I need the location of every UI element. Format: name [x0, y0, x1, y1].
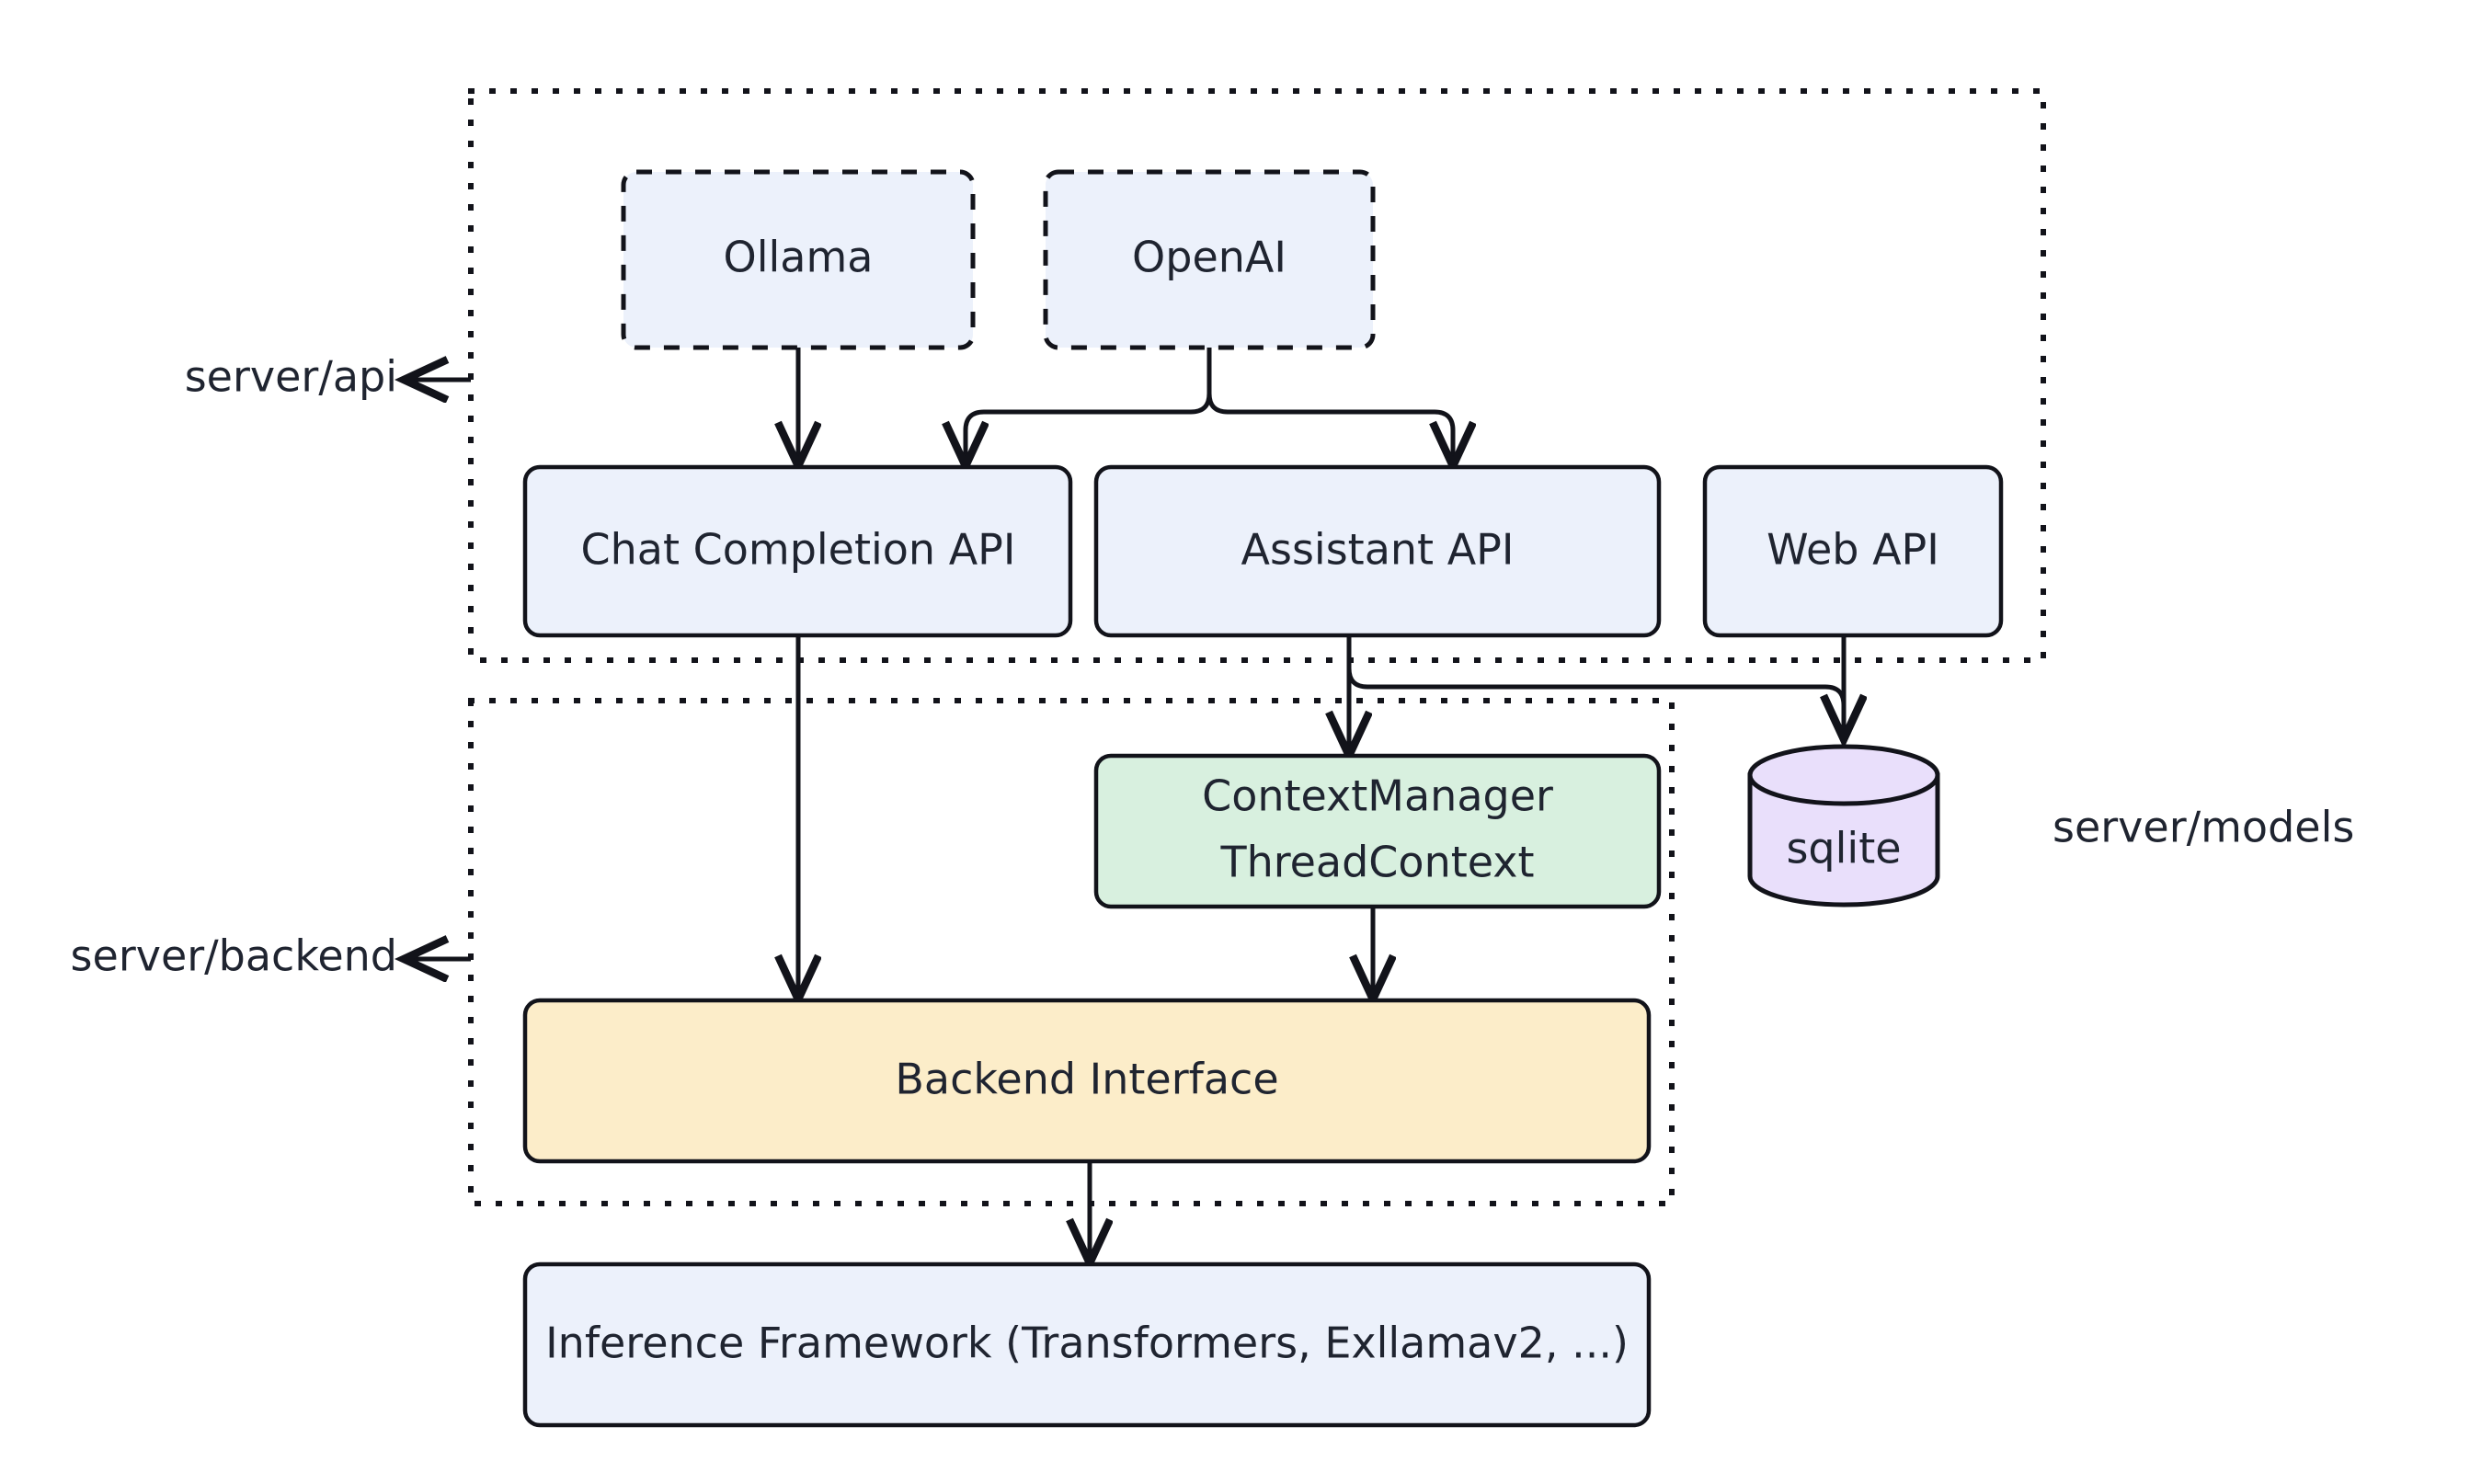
- group-container-api: [468, 88, 2046, 663]
- node-sqlite-top: [1747, 744, 1940, 806]
- node-assistant-api-shape: [1093, 464, 1662, 638]
- node-context-manager-label-line2: ThreadContext: [1219, 838, 1534, 887]
- node-context-manager[interactable]: ContextManager ThreadContext: [1093, 753, 1662, 909]
- node-sqlite-body: [1747, 772, 1940, 908]
- node-chat-completion-api-shape: [522, 464, 1073, 638]
- node-ollama-shape: [621, 169, 976, 350]
- node-assistant-api-label: Assistant API: [1241, 525, 1515, 575]
- node-chat-completion-api-label: Chat Completion API: [581, 525, 1016, 575]
- node-web-api[interactable]: Web API: [1702, 464, 2004, 638]
- node-sqlite[interactable]: sqlite: [1747, 744, 1940, 908]
- node-backend-interface-shape: [522, 998, 1652, 1164]
- edge-openai-to-assistant-api: [1206, 348, 1453, 462]
- node-context-manager-label-line1: ContextManager: [1202, 771, 1553, 821]
- node-openai-label: OpenAI: [1132, 233, 1286, 282]
- edge-openai-to-chat-api: [966, 348, 1212, 462]
- group-container-backend: [468, 698, 1675, 1206]
- node-ollama[interactable]: Ollama: [621, 169, 976, 350]
- node-openai-shape: [1043, 169, 1376, 350]
- node-web-api-label: Web API: [1767, 525, 1939, 575]
- node-sqlite-label: sqlite: [1786, 824, 1901, 873]
- node-backend-interface-label: Backend Interface: [895, 1055, 1278, 1104]
- node-assistant-api[interactable]: Assistant API: [1093, 464, 1662, 638]
- group-label-backend: server/backend: [71, 931, 397, 981]
- node-inference-framework[interactable]: Inference Framework (Transformers, Exlla…: [522, 1261, 1652, 1428]
- node-context-manager-shape: [1093, 753, 1662, 909]
- group-label-api: server/api: [185, 352, 397, 402]
- node-chat-completion-api[interactable]: Chat Completion API: [522, 464, 1073, 638]
- edge-assistant-api-to-sqlite: [1346, 635, 1844, 736]
- node-backend-interface[interactable]: Backend Interface: [522, 998, 1652, 1164]
- node-inference-framework-shape: [522, 1261, 1652, 1428]
- node-inference-framework-label: Inference Framework (Transformers, Exlla…: [545, 1318, 1629, 1368]
- node-web-api-shape: [1702, 464, 2004, 638]
- node-ollama-label: Ollama: [724, 233, 874, 282]
- group-label-models: server/models: [2053, 803, 2354, 852]
- node-openai[interactable]: OpenAI: [1043, 169, 1376, 350]
